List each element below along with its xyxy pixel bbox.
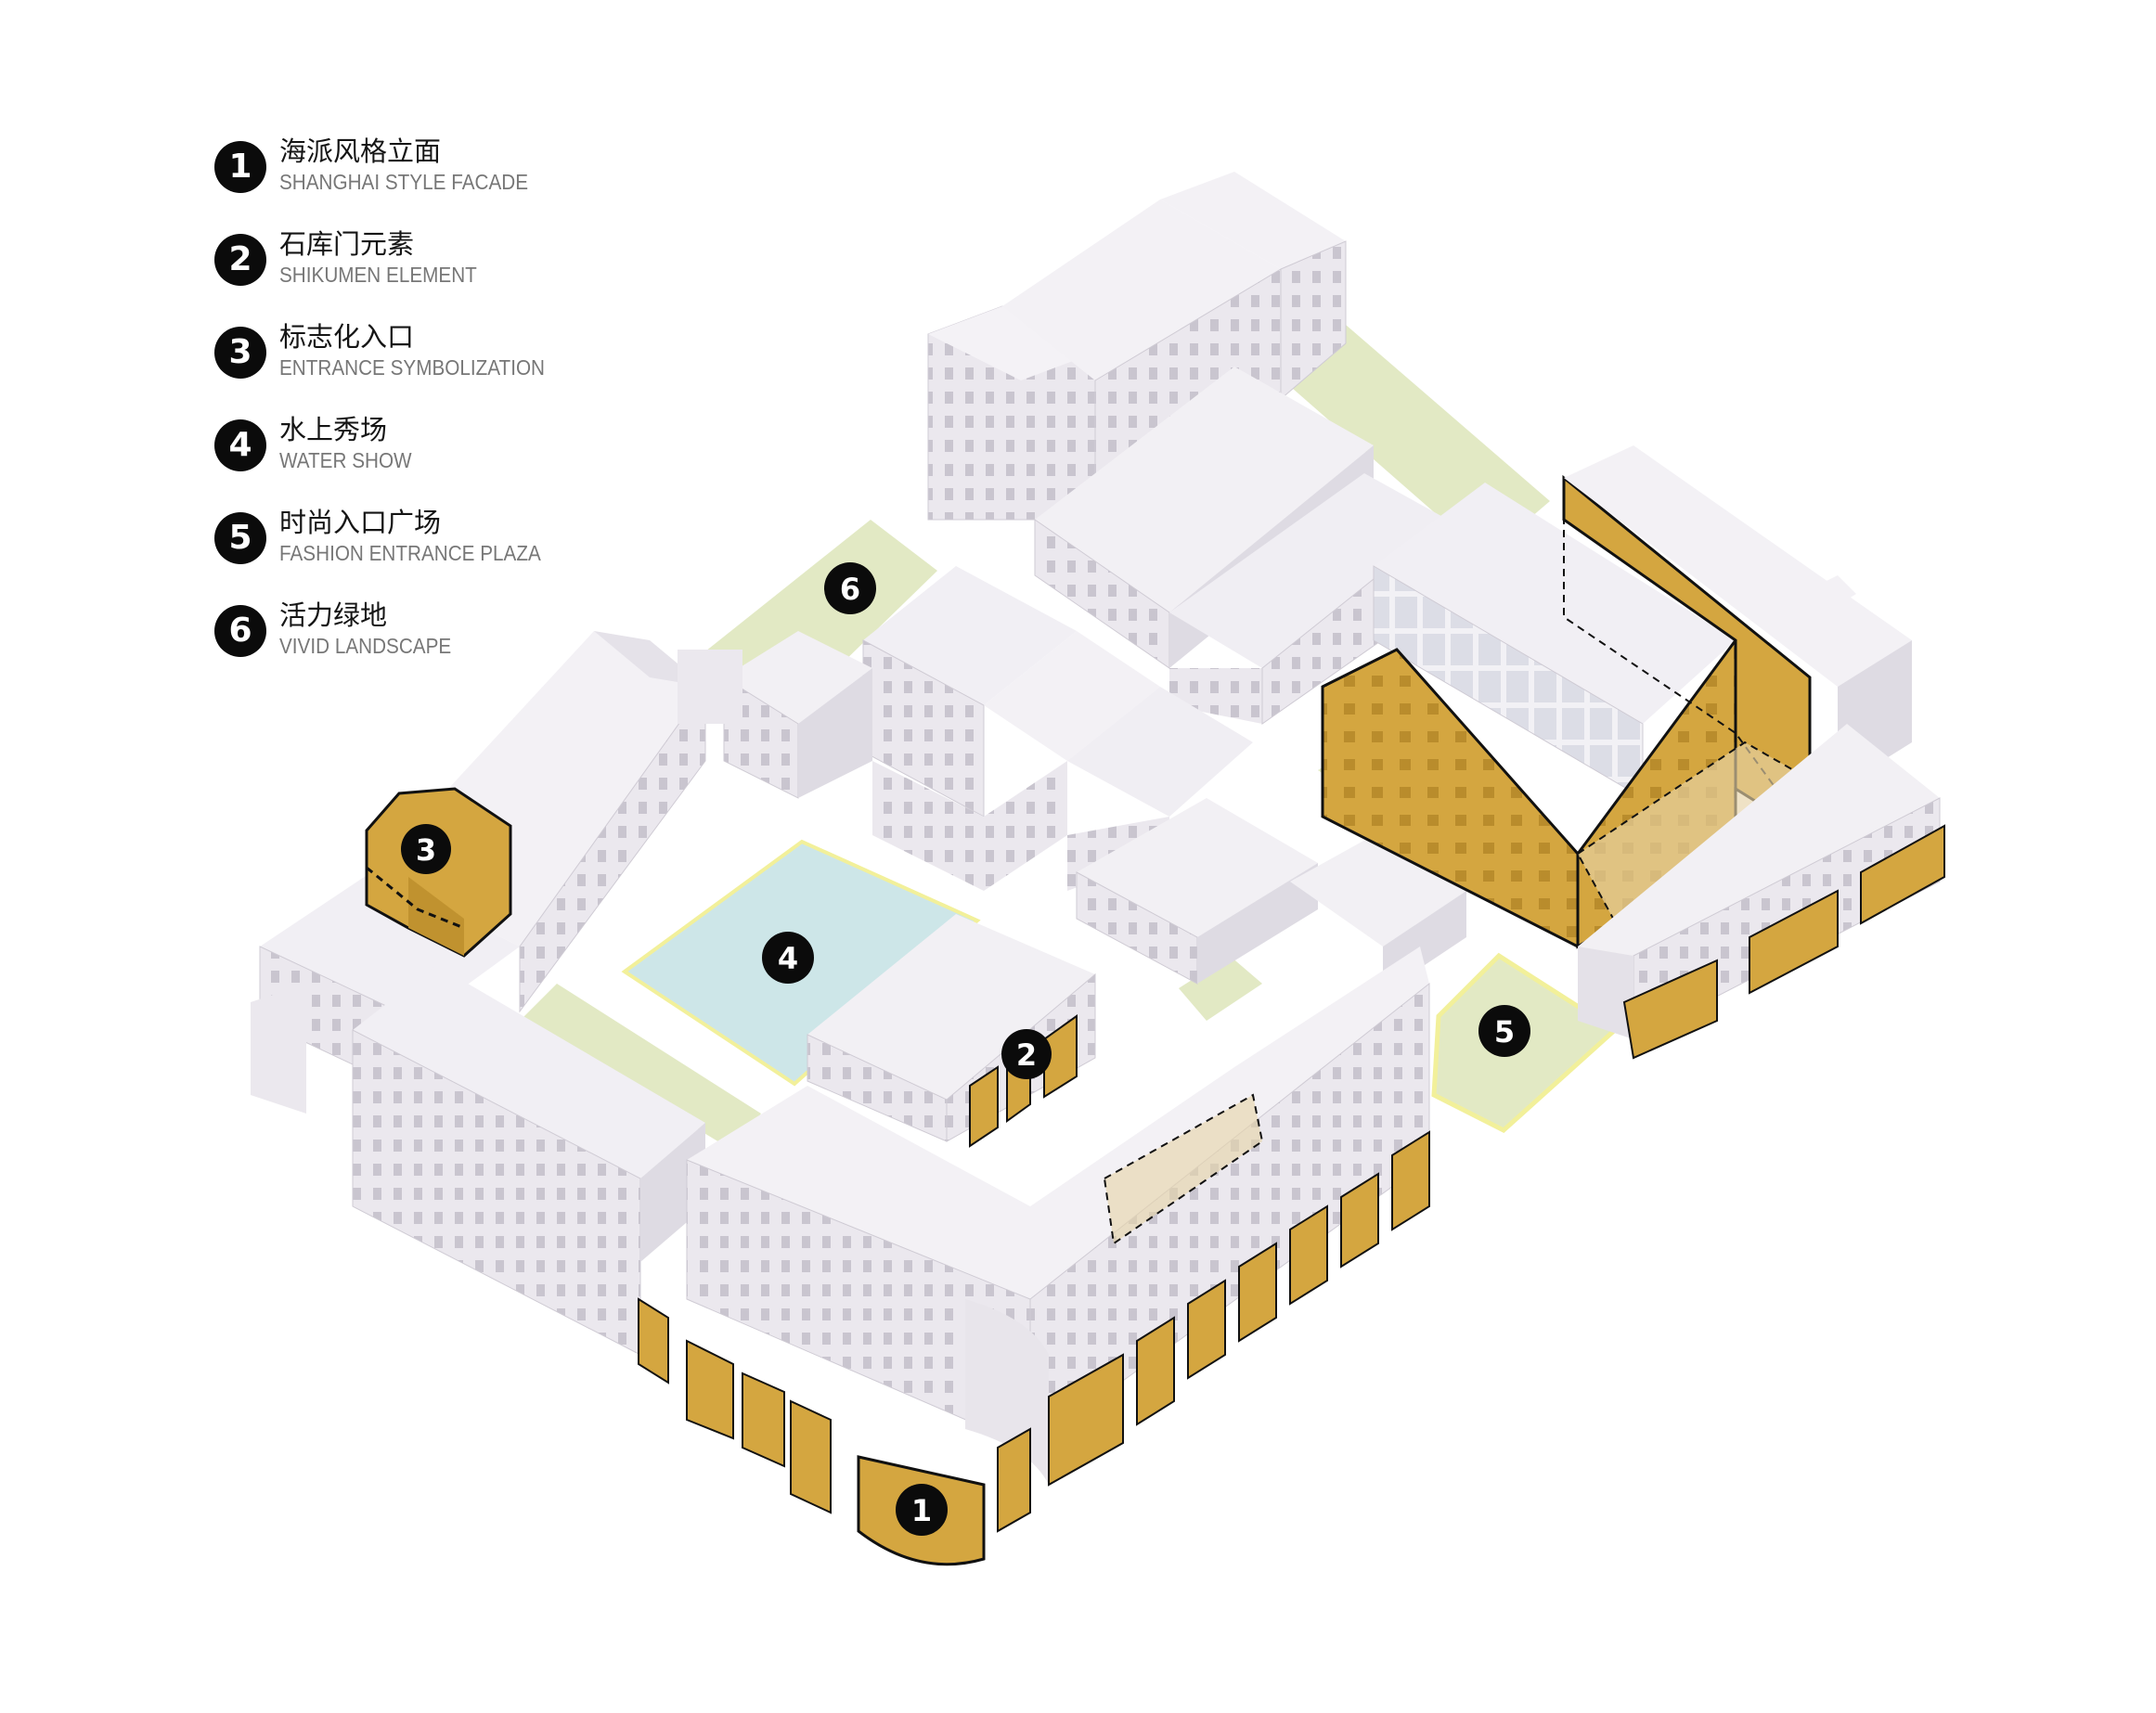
marker-1-label: 1 <box>911 1493 932 1528</box>
marker-6-label: 6 <box>840 572 860 607</box>
legend-label-en: FASHION ENTRANCE PLAZA <box>279 541 541 565</box>
green-space-west <box>520 984 761 1151</box>
legend-label-cn: 标志化入口 <box>279 321 415 353</box>
legend-label-en: SHIKUMEN ELEMENT <box>279 263 477 287</box>
legend-item-1: 1 海派风格立面 SHANGHAI STYLE FACADE <box>214 135 864 210</box>
legend-label-en: SHANGHAI STYLE FACADE <box>279 170 529 194</box>
legend-label-en: WATER SHOW <box>279 448 412 472</box>
legend-item-2: 2 石库门元素 SHIKUMEN ELEMENT <box>214 228 864 303</box>
legend-item-4: 4 水上秀场 WATER SHOW <box>214 414 864 488</box>
legend-item-5: 5 时尚入口广场 FASHION ENTRANCE PLAZA <box>214 507 864 581</box>
shikumen-block-group <box>807 914 1096 1148</box>
legend-label-cn: 海派风格立面 <box>279 135 442 167</box>
central-shophouse-group <box>862 566 1253 891</box>
legend-item-6: 6 活力绿地 VIVID LANDSCAPE <box>214 599 864 674</box>
legend-badge-2: 2 <box>214 234 266 286</box>
legend-badge-6: 6 <box>214 605 266 657</box>
legend-label-cn: 时尚入口广场 <box>279 507 442 538</box>
shikumen-door-3 <box>1043 1014 1078 1099</box>
marker-1: 1 <box>896 1484 948 1536</box>
entrance-symbolization-feature <box>365 787 512 958</box>
legend-badge-3: 3 <box>214 327 266 379</box>
green-space-mid <box>1179 956 1262 1021</box>
marker-2-label: 2 <box>1016 1037 1037 1073</box>
marker-3: 3 <box>401 824 451 874</box>
southwest-block-group <box>352 965 705 1356</box>
legend-item-3: 3 标志化入口 ENTRANCE SYMBOLIZATION <box>214 321 864 395</box>
legend-label-cn: 石库门元素 <box>279 228 415 260</box>
marker-3-label: 3 <box>416 832 436 868</box>
south-main-building-group <box>686 947 1430 1485</box>
marker-4: 4 <box>762 932 814 984</box>
legend-badge-4: 4 <box>214 419 266 471</box>
marker-5: 5 <box>1478 1005 1530 1057</box>
marker-6: 6 <box>824 562 876 614</box>
marker-4-label: 4 <box>778 941 798 976</box>
middle-east-small-block <box>1076 798 1466 993</box>
legend-label-cn: 水上秀场 <box>279 414 388 445</box>
south-roof-translucent-volume <box>1103 1093 1264 1245</box>
legend-badge-5: 5 <box>214 512 266 564</box>
legend-label-cn: 活力绿地 <box>279 599 388 631</box>
marker-2: 2 <box>1001 1029 1052 1079</box>
legend-label-en: ENTRANCE SYMBOLIZATION <box>279 355 546 380</box>
marker-5-label: 5 <box>1494 1014 1515 1050</box>
legend-badge-1: 1 <box>214 141 266 193</box>
shikumen-door-1 <box>969 1065 999 1148</box>
east-block-group <box>1321 445 1945 1060</box>
legend-label-en: VIVID LANDSCAPE <box>279 634 452 658</box>
